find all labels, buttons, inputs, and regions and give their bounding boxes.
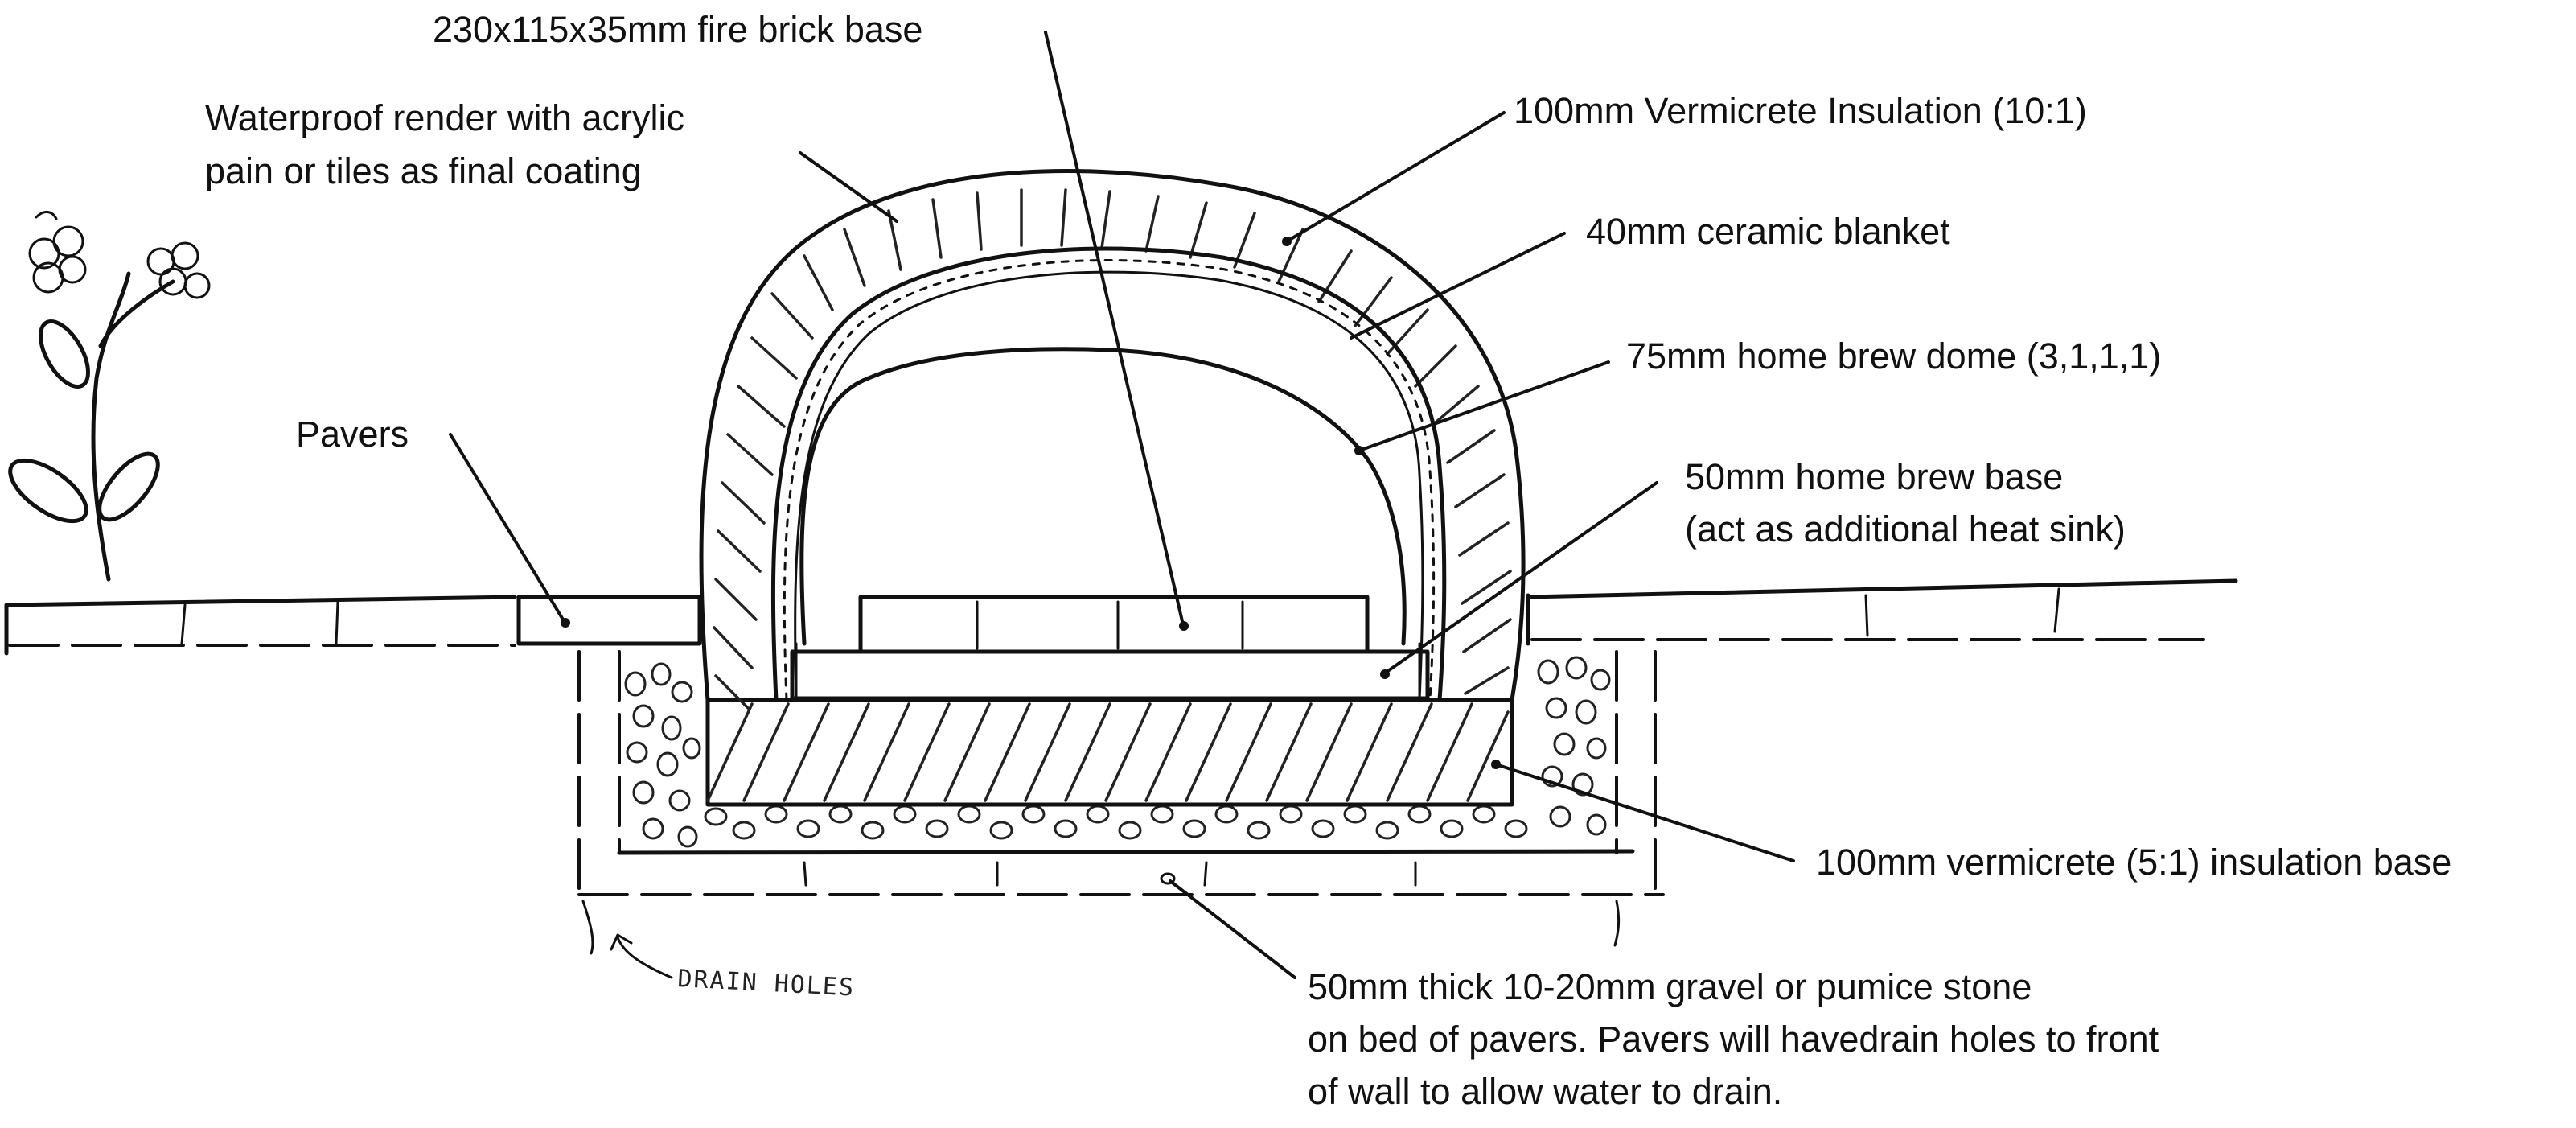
label-gravel-line2: on bed of pavers. Pavers will havedrain … [1308, 1019, 2159, 1060]
leader-drain-holes [610, 933, 673, 979]
leader-ceramic-blanket [1350, 232, 1566, 340]
home-brew-dome [795, 347, 1421, 702]
leader-home-brew-base [1380, 481, 1658, 679]
label-vermicrete-base: 100mm vermicrete (5:1) insulation base [1816, 842, 2451, 883]
leader-vermicrete-insulation [1282, 111, 1506, 246]
label-waterproof-render-line1: Waterproof render with acrylic [205, 97, 684, 138]
vermicrete-insulation-base [705, 698, 1514, 807]
label-vermicrete-insulation: 100mm Vermicrete Insulation (10:1) [1514, 90, 2087, 131]
label-gravel-line1: 50mm thick 10-20mm gravel or pumice ston… [1308, 966, 2032, 1007]
label-pavers: Pavers [296, 414, 409, 455]
label-home-brew-dome: 75mm home brew dome (3,1,1,1) [1626, 336, 2161, 377]
leader-home-brew-dome [1354, 360, 1610, 455]
vermicrete-insulation-dome [699, 169, 1526, 710]
label-drain-holes: DRAIN HOLES [677, 965, 856, 1002]
label-fire-brick-base: 230x115x35mm fire brick base [433, 9, 922, 50]
label-waterproof-render-line2: pain or tiles as final coating [205, 150, 642, 191]
label-home-brew-base-line2: (act as additional heat sink) [1685, 508, 2126, 550]
gravel-layer [624, 656, 1611, 848]
paver-ground-left [4, 595, 702, 656]
label-home-brew-base-line1: 50mm home brew base [1685, 456, 2063, 497]
leader-gravel [1160, 872, 1296, 979]
leader-vermicrete-base [1491, 760, 1795, 862]
leader-pavers [449, 433, 570, 628]
paver-ground-right [1526, 578, 2238, 646]
home-brew-base [790, 649, 1430, 701]
leader-fire-brick-base [1044, 31, 1189, 631]
ceramic-blanket [770, 246, 1447, 702]
drain-hole-marks [581, 900, 1621, 955]
leader-waterproof-render [799, 151, 898, 223]
paver-bed-pit [577, 650, 1665, 899]
flower-sketch [8, 211, 211, 582]
label-ceramic-blanket: 40mm ceramic blanket [1586, 211, 1950, 252]
fire-brick-base [858, 595, 1370, 654]
label-gravel-line3: of wall to allow water to drain. [1308, 1071, 1782, 1112]
